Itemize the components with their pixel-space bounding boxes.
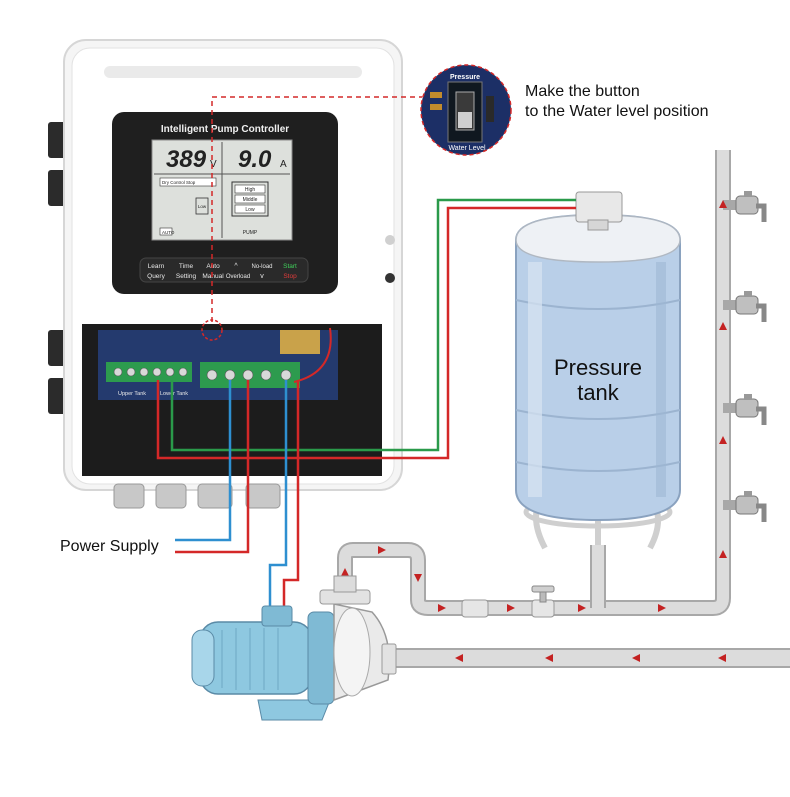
button-panel [139, 257, 309, 283]
wire-red-pump [282, 380, 300, 612]
wire-red-signal [156, 206, 576, 460]
btn-start[interactable]: Start [283, 263, 297, 270]
lcd-auto: AUTO [162, 230, 175, 235]
lcd-level-high: High [245, 187, 256, 193]
flow-arrow-right [378, 546, 386, 554]
flow-arrow-right [438, 604, 446, 612]
controller-title: Intelligent Pump Controller [161, 124, 289, 135]
pipe-network [337, 150, 790, 668]
btn-up[interactable]: ^ [234, 263, 238, 270]
flow-arrow-up [719, 436, 727, 444]
faucet-1-icon [735, 191, 767, 222]
flow-arrow-left [545, 654, 553, 662]
flow-arrow-right [507, 604, 515, 612]
panel-button-labels: Learn Time Auto ^ No-load Start Query Se… [147, 263, 297, 280]
flow-arrow-up [719, 200, 727, 208]
wire-green [170, 198, 576, 452]
power-supply-label: Power Supply [60, 538, 159, 555]
btn-manual[interactable]: Manual [202, 273, 224, 280]
btn-down[interactable]: v [260, 273, 264, 280]
flow-arrow-down [414, 574, 422, 582]
lcd-pump: PUMP [243, 230, 258, 236]
faucet-2-icon [735, 291, 767, 322]
flow-arrow-up [719, 322, 727, 330]
btn-stop[interactable]: Stop [283, 273, 297, 280]
pipe-union [461, 599, 489, 618]
faucet-3-icon [735, 394, 767, 425]
flow-arrow-left [718, 654, 726, 662]
switch-closeup [420, 64, 512, 156]
btn-time[interactable]: Time [179, 263, 194, 270]
faucet-4-icon [735, 491, 767, 522]
wire-red-supply [175, 380, 250, 554]
flow-arrow-up [341, 568, 349, 576]
terminal-lower-label: Lower Tank [160, 391, 188, 397]
flow-arrow-up [719, 550, 727, 558]
btn-overload[interactable]: Overload [226, 274, 250, 280]
btn-auto[interactable]: Auto [206, 263, 220, 270]
wire-blue-pump [268, 380, 288, 612]
current-readout: 9.0 [238, 146, 272, 173]
lcd-low-tag: Low [198, 204, 207, 209]
callout-text-line1: Make the button [525, 83, 640, 100]
flow-arrows [341, 200, 727, 662]
tank-label-line1: Pressure [554, 355, 642, 380]
switch-label-pressure: Pressure [450, 74, 480, 81]
flow-arrow-right [578, 604, 586, 612]
btn-noload[interactable]: No-load [251, 264, 272, 270]
valve [531, 585, 555, 618]
pressure-switch [575, 191, 623, 223]
flow-arrow-left [455, 654, 463, 662]
terminal-upper-label: Upper Tank [118, 391, 146, 397]
switch-label-water-level: Water Level [448, 145, 486, 152]
wiring [156, 198, 576, 612]
btn-query[interactable]: Query [147, 273, 165, 280]
flow-arrow-right [658, 604, 666, 612]
wire-blue-supply [175, 380, 232, 542]
terminal-screws [113, 367, 292, 381]
voltage-readout: 389 [166, 146, 207, 173]
lcd-level-middle: Middle [243, 197, 258, 203]
btn-learn[interactable]: Learn [148, 263, 165, 270]
callout-leader [211, 96, 422, 322]
lcd-mode-text: Dry Control Stop [162, 180, 196, 185]
current-unit: A [280, 159, 287, 170]
lcd-level-low: Low [245, 207, 255, 213]
btn-setting[interactable]: Setting [176, 273, 197, 280]
water-pump [191, 575, 397, 721]
pressure-tank [515, 191, 681, 550]
tank-label-line2: tank [577, 380, 620, 405]
voltage-unit: V [210, 159, 217, 170]
callout-text-line2: to the Water level position [525, 103, 709, 120]
flow-arrow-left [632, 654, 640, 662]
